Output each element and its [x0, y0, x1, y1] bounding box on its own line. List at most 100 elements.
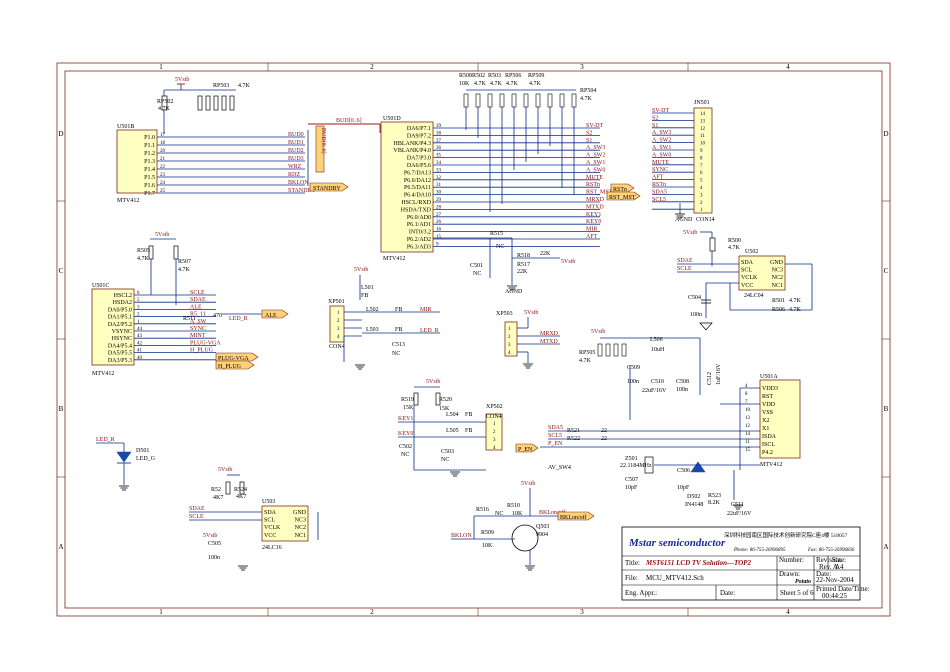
pin-label: RST: [762, 394, 773, 400]
inductor-val: FB: [465, 428, 472, 434]
col-label: 2: [370, 608, 374, 616]
net-label: MRXD: [586, 197, 605, 203]
rp-val: 4.7K: [158, 106, 171, 112]
net-label: AFT: [586, 234, 598, 240]
inductor-ref: L505: [446, 428, 459, 434]
pin-label: DA7/P3.0: [407, 156, 431, 162]
pin-num: 4: [337, 335, 340, 340]
res-ref: R52: [211, 487, 221, 493]
res-ref: R500: [728, 238, 741, 244]
pin-num: 22: [160, 165, 166, 170]
pin-num: 16: [436, 228, 442, 233]
h-plug-port-label: H_PLUG: [218, 364, 242, 370]
pin-label: P1.7: [144, 191, 155, 197]
u501d-chip: [380, 121, 434, 253]
rp-val: 4.7K: [580, 96, 593, 102]
pin-label: P1.2: [144, 151, 155, 157]
net-label: SCLE: [677, 266, 692, 272]
pin-label: P6.7/DA13: [404, 170, 431, 176]
printed-value: 00:44:25: [822, 592, 847, 600]
xp503-block: XP503 5Vstb 1 2 3 4 MRXD MTXD: [496, 310, 560, 369]
net-label: PLUG-VGA: [190, 340, 221, 346]
pin-num: 3: [700, 193, 703, 198]
cap-ref: C502: [399, 444, 412, 450]
pin-num: 14: [745, 432, 751, 437]
cap-ref: C501: [470, 263, 483, 269]
pin-num: 1: [508, 327, 511, 332]
pin-num: 8: [745, 392, 748, 397]
pin-label: SDA: [741, 260, 754, 266]
net-label: KEY0: [586, 219, 601, 225]
rp-val: 4.7K: [579, 358, 592, 364]
h-plug-port: [215, 360, 255, 370]
res-val: 15K: [439, 406, 450, 412]
drawn-value: Potato: [795, 579, 811, 585]
rstn-port-label: RSTn: [613, 187, 627, 193]
res-ref: R511: [183, 316, 196, 322]
pin-label: P6.4/DA10: [404, 193, 431, 199]
u501c-block: 5Vstb R505 4.7K R507 4.7K U501C MTV412 H…: [91, 232, 289, 377]
pin-num: 2: [493, 430, 496, 435]
net-label: SV-DT: [652, 108, 669, 114]
rp-ref: R502: [472, 73, 485, 79]
pin-label: NC3: [772, 268, 783, 274]
net-label: SDAE: [190, 297, 206, 303]
connector-part: CON4: [329, 344, 345, 350]
size-value: A4: [835, 563, 844, 571]
inductor-val: 10uH: [651, 347, 665, 353]
pin-num: 1: [493, 422, 496, 427]
pin-label: DA3/P5.3: [108, 358, 132, 364]
net-label: ALE: [190, 304, 202, 310]
pin-num: 2: [137, 313, 140, 318]
resistor-r52: [225, 481, 231, 495]
net-label: KEY0: [398, 431, 413, 437]
pin-num: 41: [137, 349, 143, 354]
pin-label: NC3: [295, 518, 306, 524]
pin-num: 3: [493, 438, 496, 443]
chip-ref: U501A: [760, 374, 778, 380]
net-label: SDA5: [548, 425, 563, 431]
chip-part: MTV412: [760, 462, 782, 468]
led-d501: LED_R D501 LED_G: [96, 437, 156, 491]
standby-port: [309, 182, 349, 192]
pin-num: 43: [137, 334, 143, 339]
net-label: A_SW0: [586, 167, 605, 173]
vcc-label: 5Vstb: [218, 467, 232, 473]
pin-num: 15: [436, 235, 442, 240]
pin-num: 28: [436, 205, 442, 210]
net-label: S1: [586, 138, 592, 144]
p-en-port: [515, 443, 539, 453]
transistor-part: 9904: [536, 532, 548, 538]
title-label: Title:: [625, 559, 640, 567]
vcc-label: 5Vstb: [175, 77, 189, 83]
net-label: SCL5: [652, 197, 666, 203]
res-ref: R523: [708, 493, 721, 499]
pin-num: 24: [160, 181, 166, 186]
pin-label: X1: [762, 426, 769, 432]
chip-ref: U501B: [117, 124, 134, 130]
net-label: MINT: [190, 333, 206, 339]
bus-vert-label: BUD[0..6]: [320, 128, 326, 154]
sheet-inner-border: [64, 70, 883, 609]
net-label: MIR: [586, 227, 597, 233]
net-label: SDA5: [652, 189, 667, 195]
net-label: BKLON: [288, 180, 309, 186]
net-label: WRZ: [288, 164, 302, 170]
pin-num: 2: [508, 335, 511, 340]
pin-num: 9: [436, 242, 439, 247]
pin-label: VCLK: [741, 275, 758, 281]
res-ref: R505: [137, 248, 150, 254]
pin-num: 33: [436, 168, 442, 173]
sheet-outer-border: [56, 62, 891, 617]
net-label: RST_MST: [586, 190, 613, 196]
row-label: B: [884, 405, 889, 413]
chip-ref: U501C: [92, 283, 109, 289]
pin-label: VSS: [762, 410, 773, 416]
pin-num: 4: [745, 384, 748, 389]
inductor-ref: L504: [446, 412, 459, 418]
pin-label: DA4/P5.4: [108, 343, 132, 349]
